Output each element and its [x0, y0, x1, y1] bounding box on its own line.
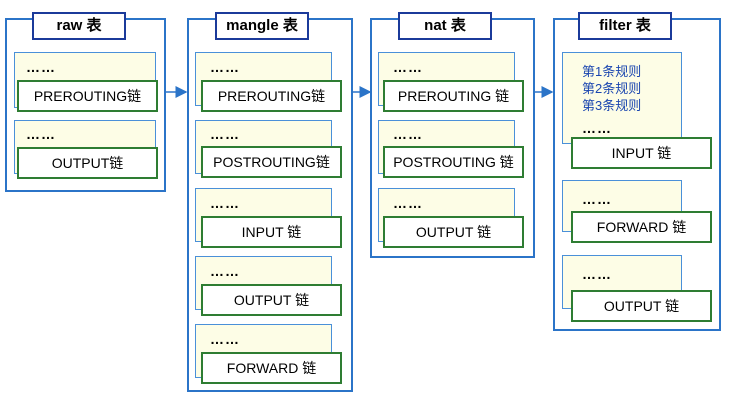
chain-input: INPUT 链 — [571, 137, 712, 169]
ellipsis: …… — [210, 195, 240, 211]
chain-postrouting: POSTROUTING 链 — [383, 146, 524, 178]
chain-prerouting: PREROUTING 链 — [383, 80, 524, 112]
chain-prerouting: PREROUTING链 — [201, 80, 342, 112]
ellipsis: …… — [582, 191, 612, 207]
ellipsis: …… — [582, 120, 612, 136]
rule-box — [562, 52, 682, 144]
ellipsis: …… — [210, 263, 240, 279]
chain-forward: FORWARD 链 — [201, 352, 342, 384]
ellipsis: …… — [393, 126, 423, 142]
ellipsis: …… — [26, 59, 56, 75]
mangle-table-title: mangle 表 — [215, 12, 309, 40]
filter-table-title: filter 表 — [578, 12, 672, 40]
chain-postrouting: POSTROUTING链 — [201, 146, 342, 178]
rule-line: 第3条规则 — [582, 98, 642, 113]
rule-line: 第1条规则 — [582, 64, 642, 79]
ellipsis: …… — [210, 59, 240, 75]
ellipsis: …… — [210, 331, 240, 347]
chain-input: INPUT 链 — [201, 216, 342, 248]
chain-forward: FORWARD 链 — [571, 211, 712, 243]
ellipsis: …… — [393, 59, 423, 75]
nat-table-title: nat 表 — [398, 12, 492, 40]
ellipsis: …… — [210, 126, 240, 142]
chain-output: OUTPUT链 — [17, 147, 158, 179]
chain-output: OUTPUT 链 — [383, 216, 524, 248]
ellipsis: …… — [393, 195, 423, 211]
chain-output: OUTPUT 链 — [571, 290, 712, 322]
ellipsis: …… — [26, 126, 56, 142]
chain-prerouting: PREROUTING链 — [17, 80, 158, 112]
raw-table-title: raw 表 — [32, 12, 126, 40]
rule-line: 第2条规则 — [582, 81, 642, 96]
chain-output: OUTPUT 链 — [201, 284, 342, 316]
ellipsis: …… — [582, 266, 612, 282]
